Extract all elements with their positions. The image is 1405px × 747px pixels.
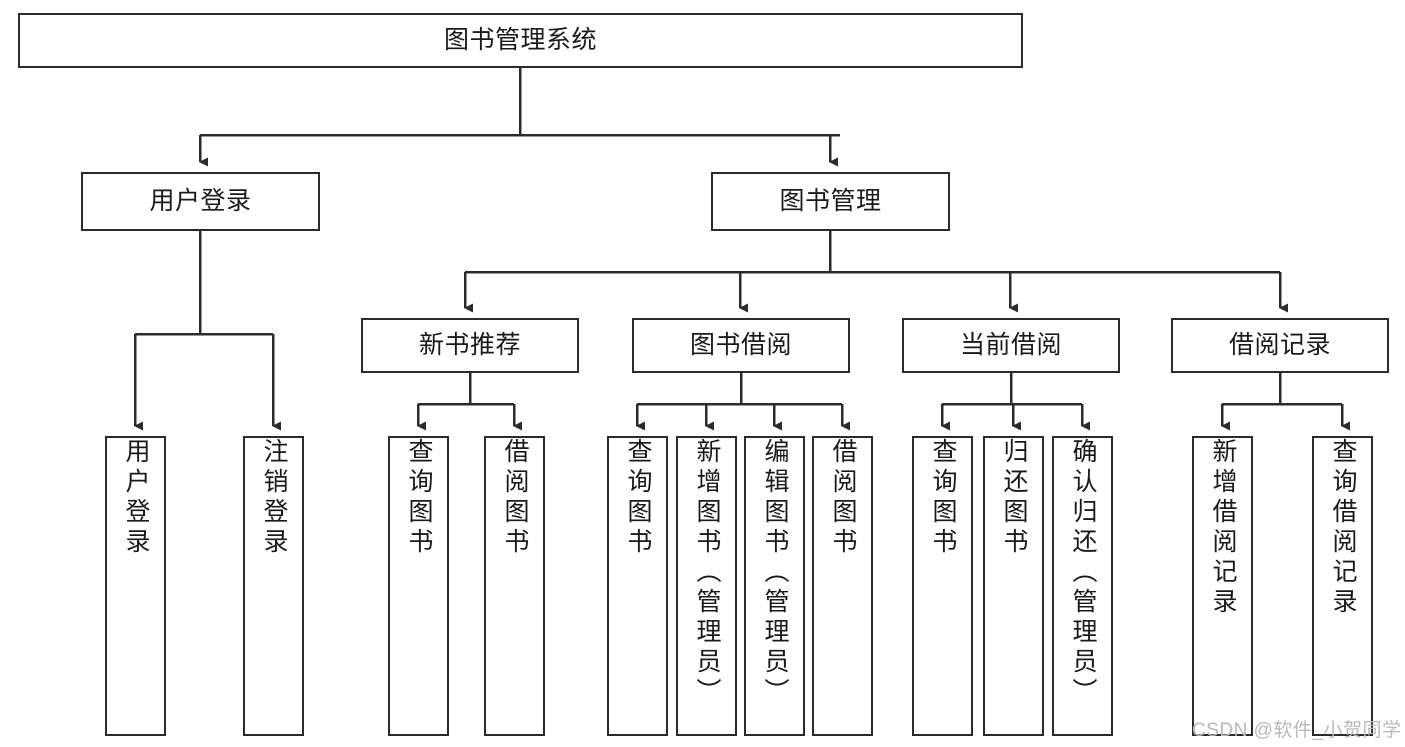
leaf-query-record[interactable]: 查询借阅记录 [1312,436,1373,736]
node-label: 新书推荐 [418,330,521,359]
leaf-add-record[interactable]: 新增借阅记录 [1192,436,1253,736]
leaf-user-login[interactable]: 用户登录 [105,436,166,736]
node-new-book-recommend[interactable]: 新书推荐 [361,318,579,373]
node-label: 编辑图书（管理员） [761,438,789,708]
node-book-management[interactable]: 图书管理 [711,172,950,231]
node-label: 查询图书 [405,438,433,558]
leaf-query-book-3[interactable]: 查询图书 [912,436,973,736]
node-user-login[interactable]: 用户登录 [81,172,320,231]
leaf-query-book-2[interactable]: 查询图书 [607,436,668,736]
node-current-borrow[interactable]: 当前借阅 [902,318,1120,373]
node-label: 新增图书（管理员） [693,438,721,708]
node-label: 图书管理系统 [443,25,597,54]
leaf-borrow-book-1[interactable]: 借阅图书 [484,436,545,736]
leaf-user-logout[interactable]: 注销登录 [243,436,304,736]
leaf-confirm-return[interactable]: 确认归还（管理员） [1052,436,1113,736]
node-label: 确认归还（管理员） [1069,438,1097,708]
node-label: 借阅记录 [1228,330,1331,359]
node-label: 注销登录 [260,438,288,558]
node-borrow-record[interactable]: 借阅记录 [1171,318,1389,373]
node-label: 查询图书 [624,438,652,558]
leaf-borrow-book-2[interactable]: 借阅图书 [812,436,873,736]
node-label: 借阅图书 [501,438,529,558]
node-label: 查询借阅记录 [1329,438,1357,618]
node-label: 归还图书 [1000,438,1028,558]
node-label: 图书管理 [779,186,882,215]
node-label: 新增借阅记录 [1209,438,1237,618]
node-label: 用户登录 [149,186,252,215]
node-label: 当前借阅 [959,330,1062,359]
leaf-add-book[interactable]: 新增图书（管理员） [676,436,737,736]
node-label: 用户登录 [122,438,150,558]
node-book-borrow[interactable]: 图书借阅 [632,318,850,373]
node-root-system[interactable]: 图书管理系统 [18,13,1023,68]
node-label: 图书借阅 [689,330,792,359]
node-label: 借阅图书 [829,438,857,558]
leaf-edit-book[interactable]: 编辑图书（管理员） [744,436,805,736]
leaf-query-book-1[interactable]: 查询图书 [388,436,449,736]
node-label: 查询图书 [929,438,957,558]
leaf-return-book[interactable]: 归还图书 [983,436,1044,736]
